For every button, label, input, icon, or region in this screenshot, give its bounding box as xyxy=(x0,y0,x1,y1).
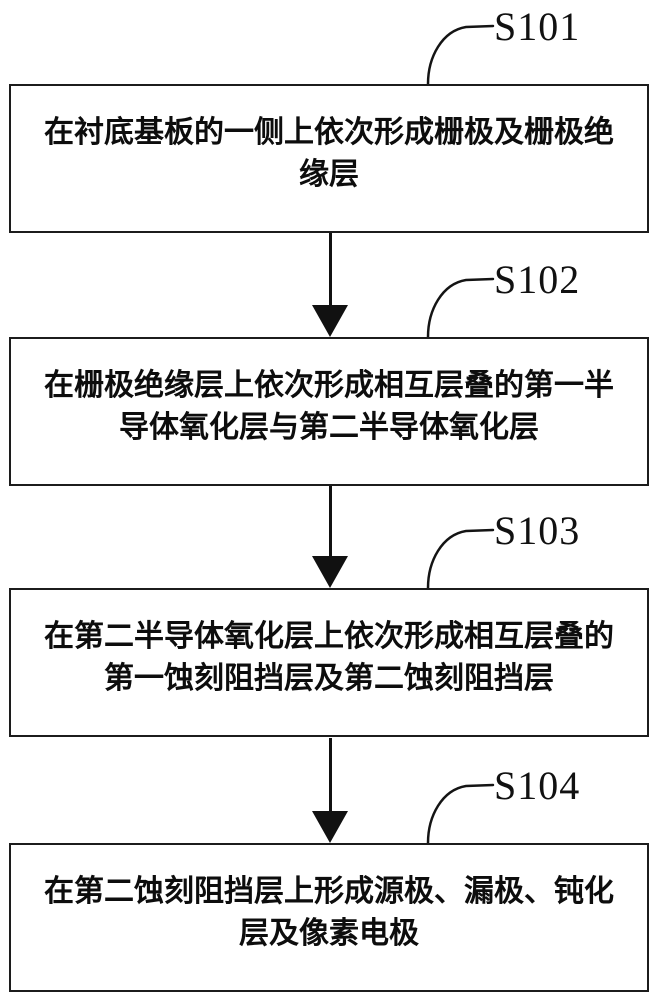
process-text-line: 在第二蚀刻阻挡层上形成源极、漏极、钝化 xyxy=(44,874,614,908)
process-text-line: 层及像素电极 xyxy=(239,916,419,950)
flow-arrow-line-3 xyxy=(329,738,332,813)
flow-arrow-line-1 xyxy=(329,233,332,307)
flow-arrow-line-2 xyxy=(329,486,332,558)
step-label-s104: S104 xyxy=(494,763,581,808)
process-text-s102: 在栅极绝缘层上依次形成相互层叠的第一半 导体氧化层与第二半导体氧化层 xyxy=(11,365,647,449)
process-box-s101: 在衬底基板的一侧上依次形成栅极及栅极绝 缘层 xyxy=(9,84,649,233)
process-box-s102: 在栅极绝缘层上依次形成相互层叠的第一半 导体氧化层与第二半导体氧化层 xyxy=(9,337,649,486)
process-text-s101: 在衬底基板的一侧上依次形成栅极及栅极绝 缘层 xyxy=(11,112,647,196)
arrow-down-icon xyxy=(312,305,348,337)
process-box-s104: 在第二蚀刻阻挡层上形成源极、漏极、钝化 层及像素电极 xyxy=(9,843,649,992)
process-text-line: 在栅极绝缘层上依次形成相互层叠的第一半 xyxy=(44,368,614,402)
process-text-s103: 在第二半导体氧化层上依次形成相互层叠的 第一蚀刻阻挡层及第二蚀刻阻挡层 xyxy=(11,616,647,700)
leader-curve-s103 xyxy=(426,528,495,589)
process-text-s104: 在第二蚀刻阻挡层上形成源极、漏极、钝化 层及像素电极 xyxy=(11,871,647,955)
step-label-s102: S102 xyxy=(494,257,581,302)
arrow-down-icon xyxy=(312,811,348,843)
leader-curve-s101 xyxy=(426,24,495,85)
leader-curve-s102 xyxy=(426,277,495,338)
process-text-line: 在第二半导体氧化层上依次形成相互层叠的 xyxy=(44,619,614,653)
process-box-s103: 在第二半导体氧化层上依次形成相互层叠的 第一蚀刻阻挡层及第二蚀刻阻挡层 xyxy=(9,588,649,737)
process-text-line: 缘层 xyxy=(299,157,359,191)
arrow-down-icon xyxy=(312,556,348,588)
step-label-s101: S101 xyxy=(494,4,581,49)
leader-curve-s104 xyxy=(426,783,495,844)
process-text-line: 在衬底基板的一侧上依次形成栅极及栅极绝 xyxy=(44,115,614,149)
process-text-line: 第一蚀刻阻挡层及第二蚀刻阻挡层 xyxy=(104,661,554,695)
process-text-line: 导体氧化层与第二半导体氧化层 xyxy=(119,410,539,444)
step-label-s103: S103 xyxy=(494,508,581,553)
